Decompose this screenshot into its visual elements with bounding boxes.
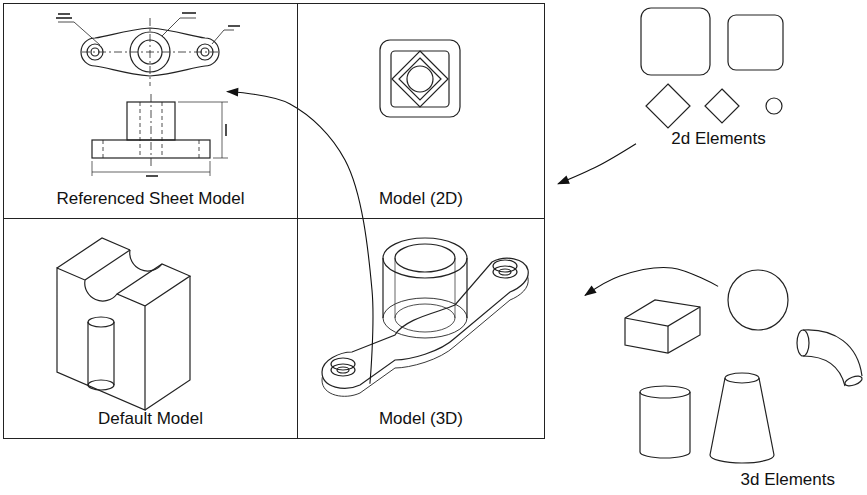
sheet-drawing (58, 22, 100, 45)
model-3d-drawing (382, 258, 383, 318)
sheet-drawing (210, 161, 211, 176)
sheet-drawing (146, 175, 158, 177)
default-model-drawing (57, 238, 190, 410)
node-label: Default Model (98, 409, 203, 429)
default-model-drawing (145, 276, 190, 410)
model-3d-drawing (331, 358, 355, 370)
sheet-drawing (103, 140, 104, 158)
model-cell: Referenced Sheet Model (3, 3, 298, 219)
model-3d-drawing (493, 260, 517, 272)
2d-element-shapes (705, 89, 739, 123)
3d-element-shapes (803, 356, 845, 386)
3d-element-shapes (625, 300, 700, 353)
default-model-drawing (88, 317, 114, 327)
sheet-drawing (91, 48, 99, 56)
model-3d-drawing (395, 304, 455, 332)
sheet-drawing (92, 161, 93, 176)
2d-element-shapes (641, 8, 783, 128)
model-2d-drawing (380, 40, 460, 117)
model-3d-drawing (395, 258, 396, 318)
sheet-drawing (212, 30, 234, 44)
sheet-drawing (197, 44, 213, 60)
model-3d-drawing (395, 244, 455, 272)
flow-arrow (227, 92, 373, 384)
sheet-drawing (162, 102, 163, 158)
3d-element-shapes (803, 330, 862, 376)
sheet-drawing (140, 102, 141, 158)
sheet-drawing (201, 48, 209, 56)
3d-element-shapes (667, 326, 668, 353)
flow-arrow (585, 268, 718, 296)
2d-element-shapes (646, 84, 690, 128)
3d-element-shapes (640, 386, 690, 398)
sheet-drawing (92, 172, 210, 173)
model-3d-drawing (383, 238, 467, 278)
model-2d-drawing (391, 51, 449, 107)
default-model-drawing (117, 264, 190, 306)
default-model-drawing (87, 322, 88, 385)
sheet-drawing (56, 13, 240, 176)
sheet-drawing (182, 12, 196, 14)
sheet-drawing (58, 13, 70, 15)
3d-element-shapes (844, 374, 864, 388)
node-label: Model (2D) (379, 189, 463, 209)
sheet-drawing (56, 17, 72, 19)
model-3d-drawing (455, 258, 456, 318)
node-label: 2d Elements (671, 129, 766, 149)
sheet-drawing (225, 124, 227, 136)
default-model-drawing (88, 380, 114, 390)
2d-element-shapes (641, 8, 710, 75)
default-model-drawing (85, 250, 130, 280)
sheet-drawing (138, 40, 162, 64)
element-group: 3d Elements (605, 280, 865, 492)
sheet-drawing (130, 32, 170, 72)
3d-element-shapes (640, 392, 690, 458)
3d-element-shapes (725, 373, 759, 383)
model-3d-drawing (383, 298, 467, 338)
sheet-drawing (81, 28, 219, 76)
sheet-drawing (222, 102, 223, 158)
3d-element-shapes (625, 270, 863, 463)
model-3d-drawing (466, 258, 467, 318)
sheet-drawing (213, 158, 228, 159)
node-label: 3d Elements (741, 470, 836, 490)
model-2d-drawing (407, 66, 433, 92)
model-3d-drawing (322, 238, 528, 396)
sheet-drawing (178, 102, 228, 103)
flow-arrow (558, 144, 636, 184)
model-2d-drawing (399, 58, 441, 100)
model-2d-drawing (392, 51, 448, 107)
sheet-drawing (87, 44, 103, 60)
sheet-drawing (199, 140, 200, 158)
sheet-drawing (151, 94, 152, 166)
node-label: Model (3D) (379, 409, 463, 429)
default-model-drawing (113, 322, 114, 385)
3d-element-shapes (710, 378, 774, 463)
default-model-drawing (57, 268, 145, 410)
model-2d-drawing (380, 40, 460, 117)
element-group: 2d Elements (636, 5, 801, 151)
model-cell: Model (2D) (297, 3, 545, 219)
2d-element-shapes (728, 15, 783, 70)
sheet-drawing (162, 18, 196, 36)
3d-element-shapes (625, 307, 700, 326)
default-model-drawing (57, 238, 130, 268)
3d-element-shapes (797, 330, 809, 356)
model-cell: Default Model (3, 218, 298, 439)
2d-element-shapes (766, 98, 782, 114)
model-cell: Model (3D) (297, 218, 545, 439)
sheet-drawing (228, 25, 240, 27)
node-label: Referenced Sheet Model (56, 189, 244, 209)
3d-element-shapes (728, 270, 788, 330)
